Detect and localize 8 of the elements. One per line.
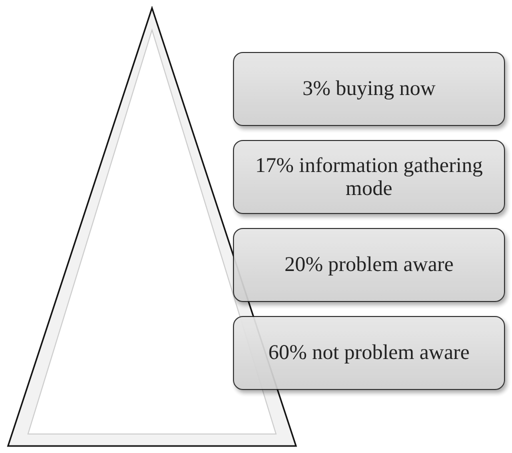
level-box [233, 316, 505, 390]
level-box [233, 52, 505, 126]
level-label: 17% information gathering mode [254, 154, 484, 200]
level-label: 60% not problem aware [267, 341, 471, 365]
level-box [233, 140, 505, 214]
level-label: 3% buying now [302, 77, 436, 101]
level-label: 20% problem aware [283, 253, 455, 277]
level-box [233, 228, 505, 302]
